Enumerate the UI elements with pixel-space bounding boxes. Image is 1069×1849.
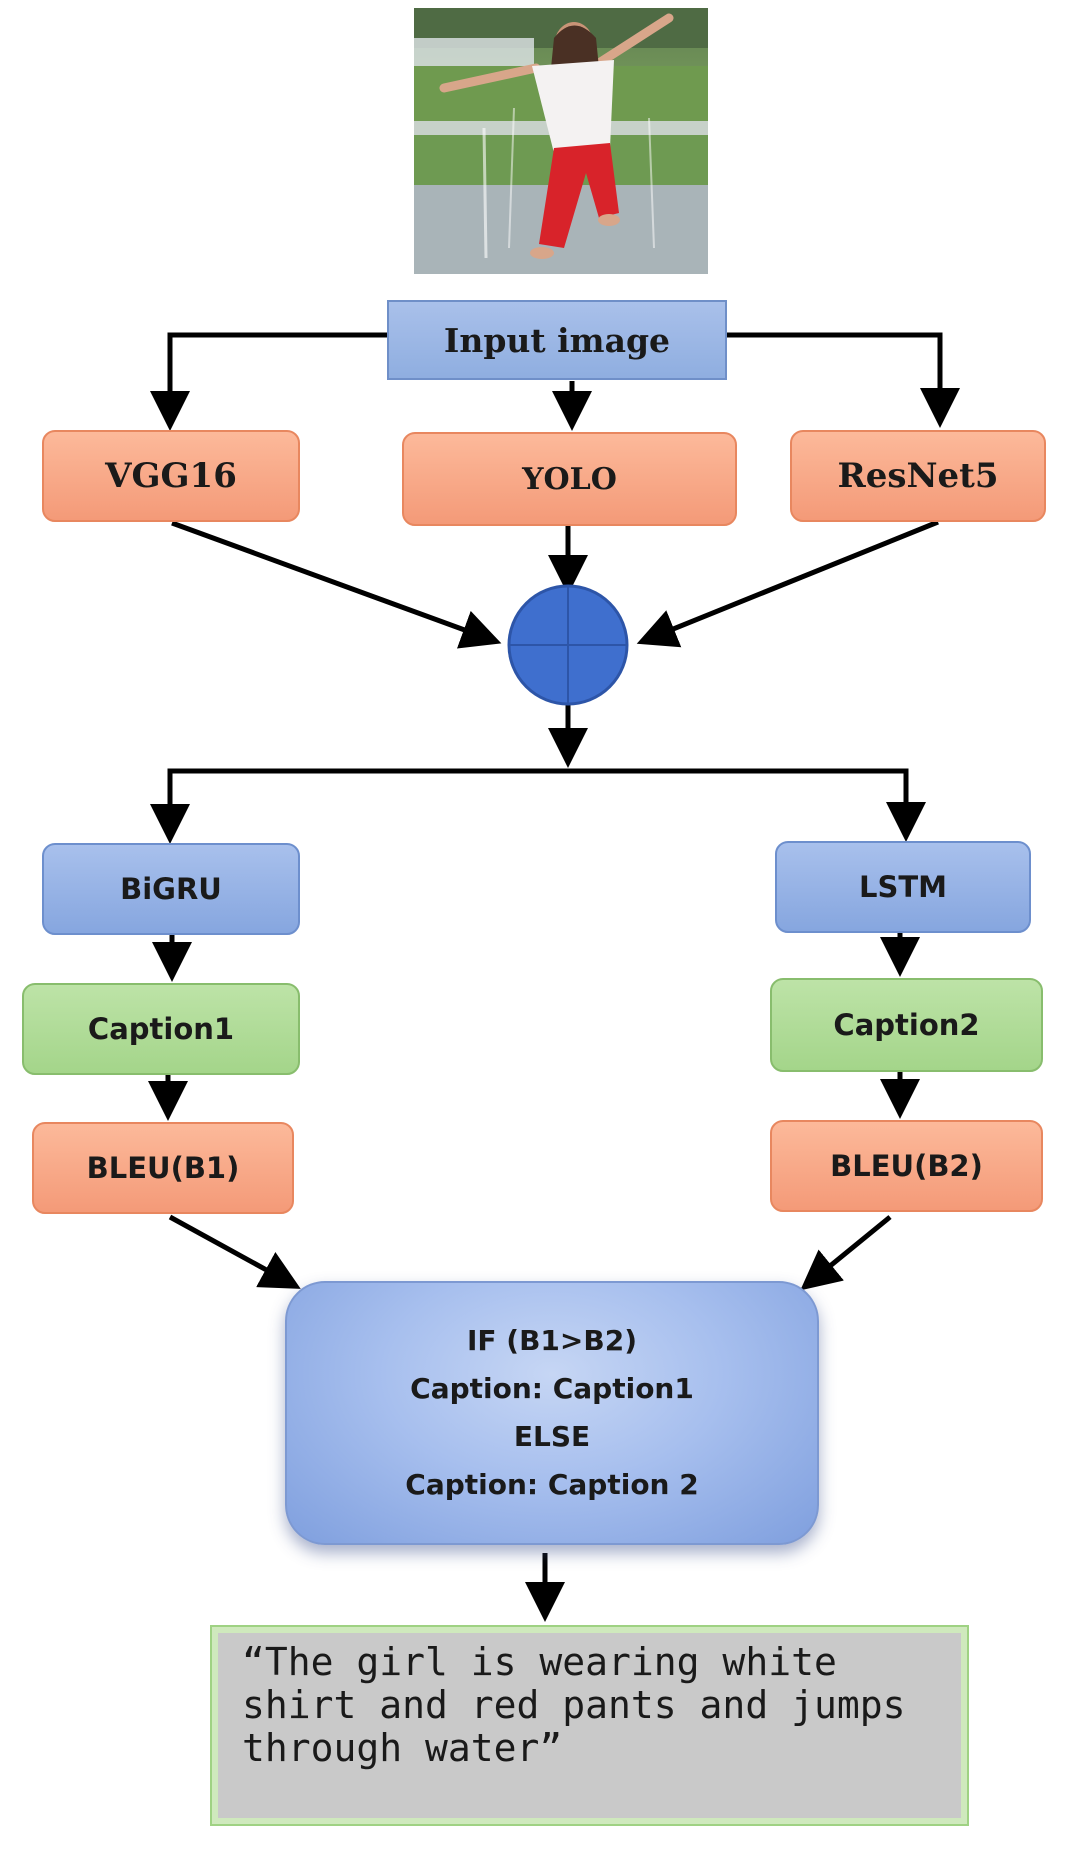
bleu2-node: BLEU(B2) <box>770 1120 1043 1212</box>
arrow-branch-to-bigru <box>150 768 568 844</box>
arrow-input-to-resnet <box>727 332 960 428</box>
arrow-resnet-to-fusion <box>636 519 939 648</box>
resnet-node: ResNet5 <box>790 430 1046 522</box>
output-caption-box: “The girl is wearing white shirt and red… <box>210 1625 969 1826</box>
arrow-branch-to-lstm <box>568 768 926 842</box>
arrow-bleu2-to-decision <box>800 1215 892 1291</box>
arrow-bleu1-to-decision <box>168 1214 301 1289</box>
fusion-circle <box>507 584 629 706</box>
bleu1-node: BLEU(B1) <box>32 1122 294 1214</box>
caption2-node: Caption2 <box>770 978 1043 1072</box>
arrow-input-to-vgg16 <box>150 332 387 431</box>
input-photo <box>414 8 708 274</box>
arrow-vgg16-to-fusion <box>171 520 502 649</box>
girl-jumping-photo-illustration <box>414 8 708 274</box>
caption1-node: Caption1 <box>22 983 300 1075</box>
yolo-node: YOLO <box>402 432 737 526</box>
vgg16-node: VGG16 <box>42 430 300 522</box>
decision-line-else: ELSE <box>513 1420 591 1453</box>
decision-line-if: IF (B1>B2) <box>467 1324 637 1357</box>
lstm-node: LSTM <box>775 841 1031 933</box>
bigru-node: BiGRU <box>42 843 300 935</box>
decision-node: IF (B1>B2) Caption: Caption1 ELSE Captio… <box>285 1281 819 1545</box>
decision-line-caption2: Caption: Caption 2 <box>405 1468 699 1501</box>
input-image-node: Input image <box>387 300 727 380</box>
decision-line-caption1: Caption: Caption1 <box>410 1372 694 1405</box>
